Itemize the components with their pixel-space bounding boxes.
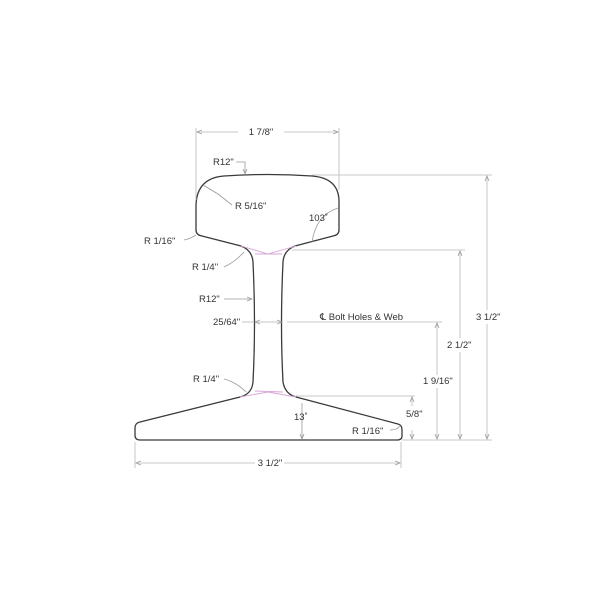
web-radius-label: R12" (199, 294, 220, 305)
head-edge-radius-leader (183, 234, 197, 241)
web-thickness-label: 25/64" (213, 317, 240, 328)
total-height-label: 3 1/2" (476, 312, 501, 323)
head-edge-radius-label: R 1/16" (144, 236, 175, 247)
rail-profile-outline (134, 173, 403, 441)
bolt-height-label: 1 9/16" (423, 376, 453, 387)
head-corner-radius-leader (202, 184, 233, 206)
base-edge-radius-leader (389, 424, 401, 431)
upper-fillet-radius-leader (223, 251, 245, 268)
lower-fillet-radius-leader (223, 378, 247, 393)
base-edge-radius-label: R 1/16" (352, 426, 383, 437)
base-thickness-label: 5/8" (406, 409, 423, 420)
head-top-radius-leader (236, 161, 245, 174)
upper-fillet-radius-label: R 1/4" (192, 262, 218, 273)
lower-construction-lines (239, 390, 297, 398)
lower-fillet-radius-label: R 1/4" (193, 374, 219, 385)
upper-construction-lines (240, 245, 297, 255)
base-angle-label: 13˚ (294, 412, 308, 423)
base-width-label: 3 1/2" (258, 458, 283, 469)
head-underside-height-label: 2 1/2" (447, 340, 472, 351)
bolt-holes-web-label: ℄ Bolt Holes & Web (319, 312, 403, 323)
head-corner-radius-label: R 5/16" (235, 201, 266, 212)
head-angle-label: 103˚ (309, 213, 328, 224)
head-width-label: 1 7/8" (249, 127, 274, 138)
head-angle-arc (311, 207, 339, 243)
head-top-radius-label: R12" (213, 157, 234, 168)
